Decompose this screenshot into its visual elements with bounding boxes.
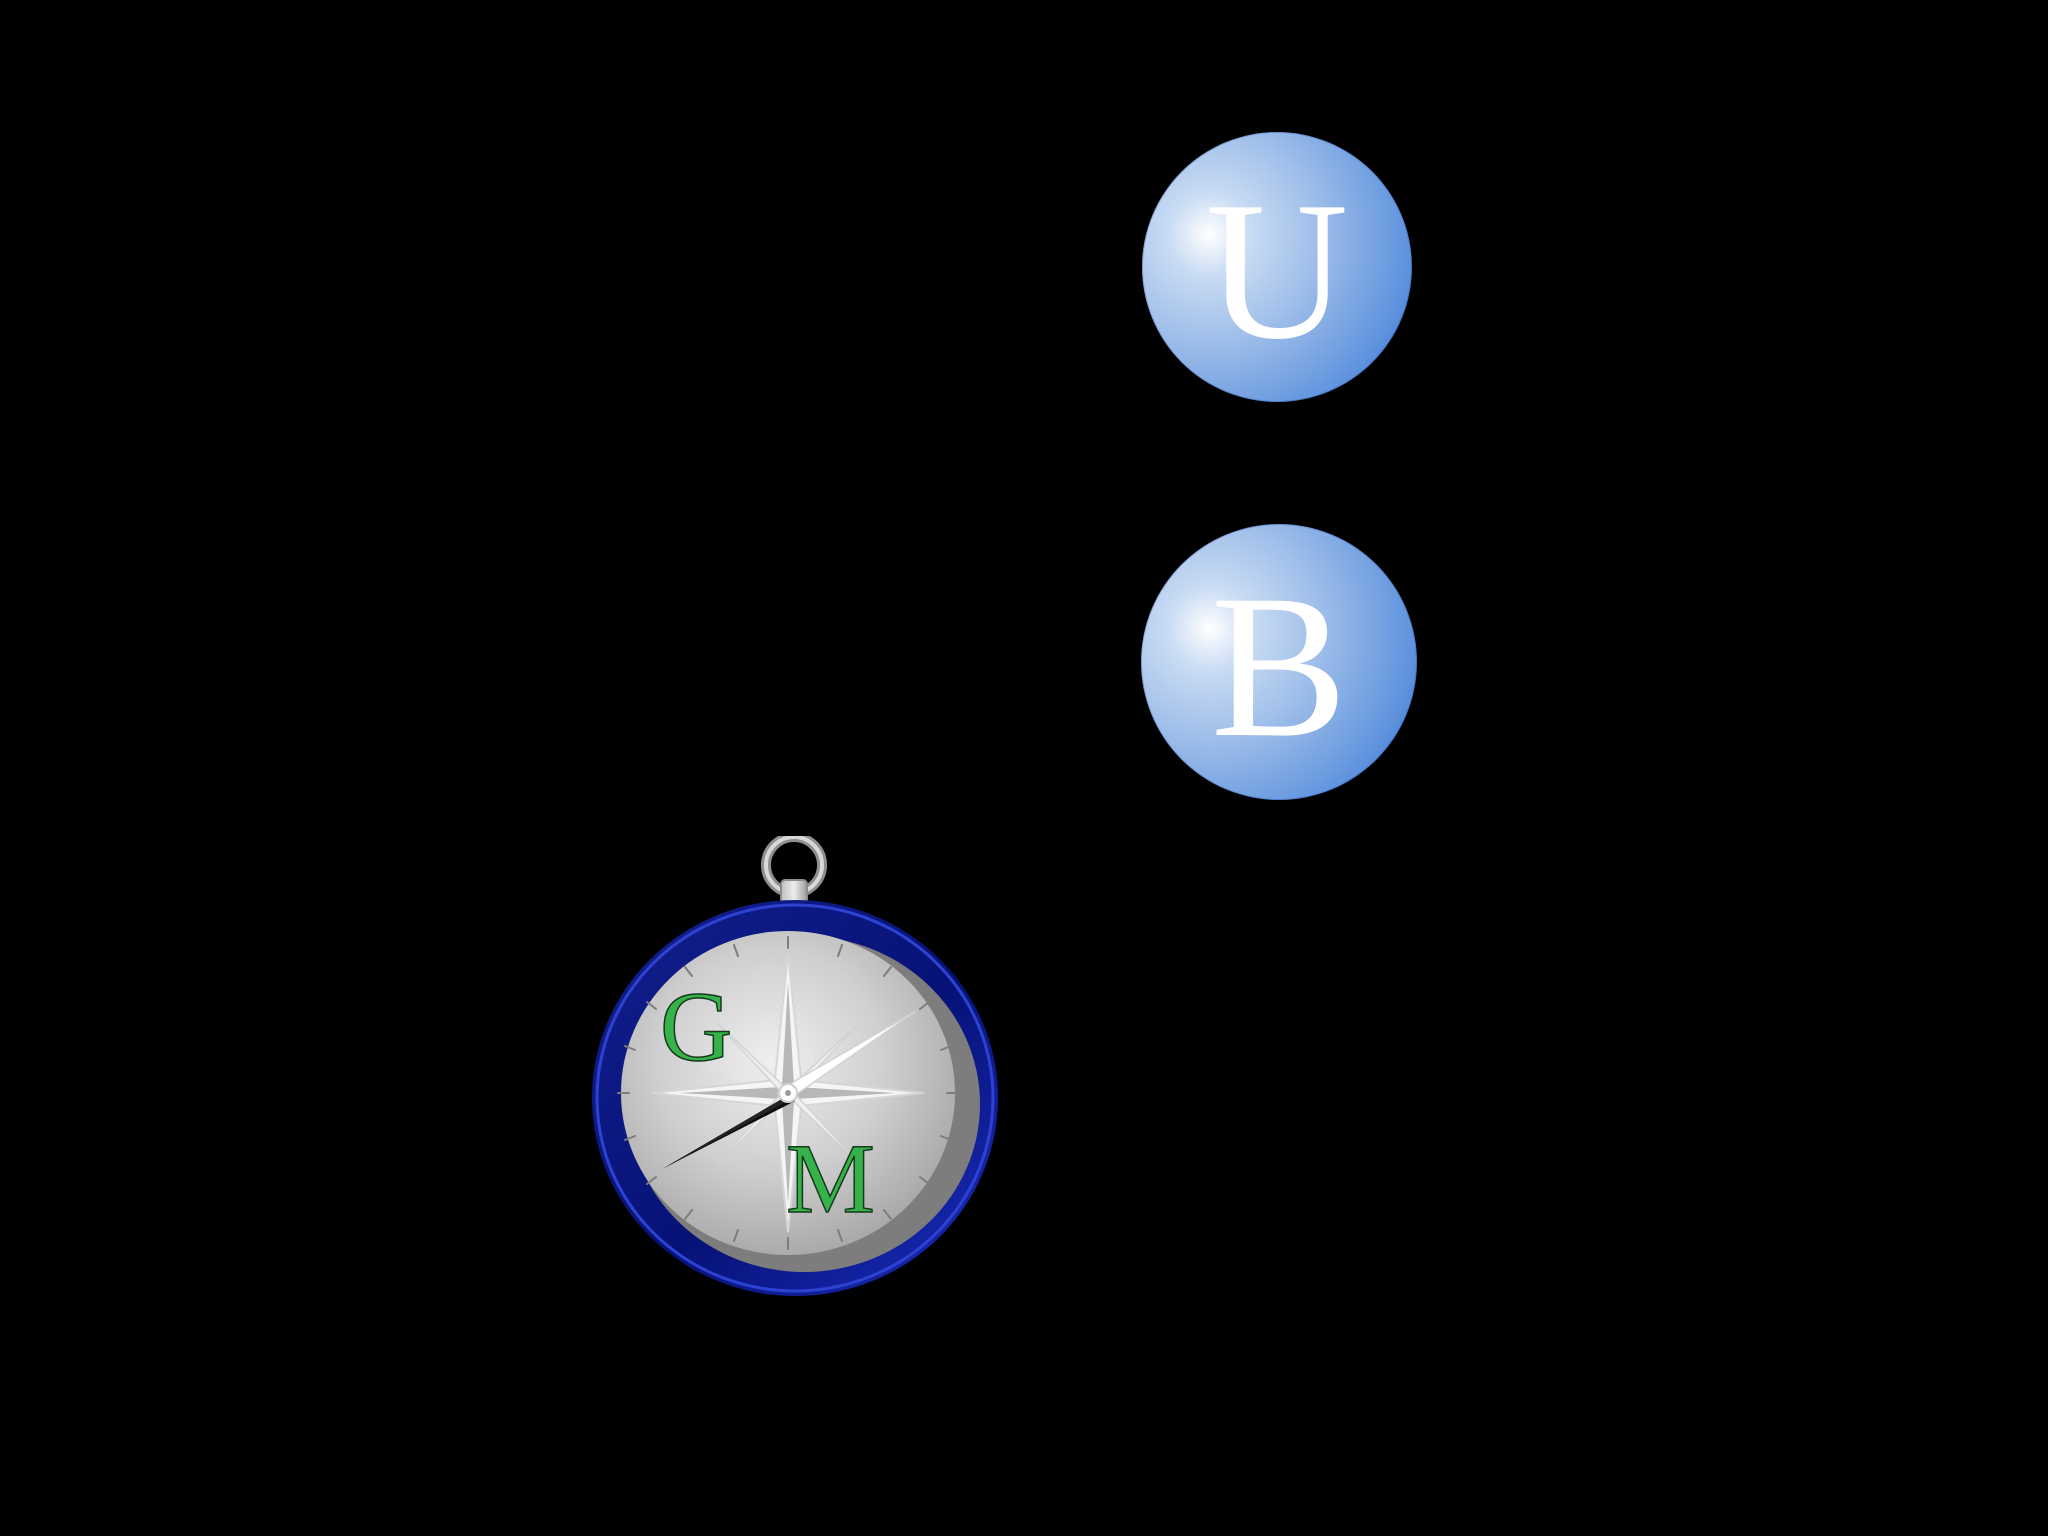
- compass-ticks: [617, 936, 959, 1250]
- logo-letter-g: G: [660, 971, 732, 1082]
- letter-u: U: [1205, 161, 1349, 380]
- letter-b: B: [1210, 552, 1348, 780]
- logo-letter-m: M: [786, 1123, 875, 1234]
- compass-needle: [662, 1010, 917, 1169]
- letter-u-sphere: U: [1142, 132, 1412, 402]
- letter-b-sphere: B: [1141, 524, 1417, 800]
- compass-logo: G M: [590, 836, 1000, 1298]
- compass-icon: G M: [592, 836, 998, 1296]
- compass-rose: [651, 953, 925, 1233]
